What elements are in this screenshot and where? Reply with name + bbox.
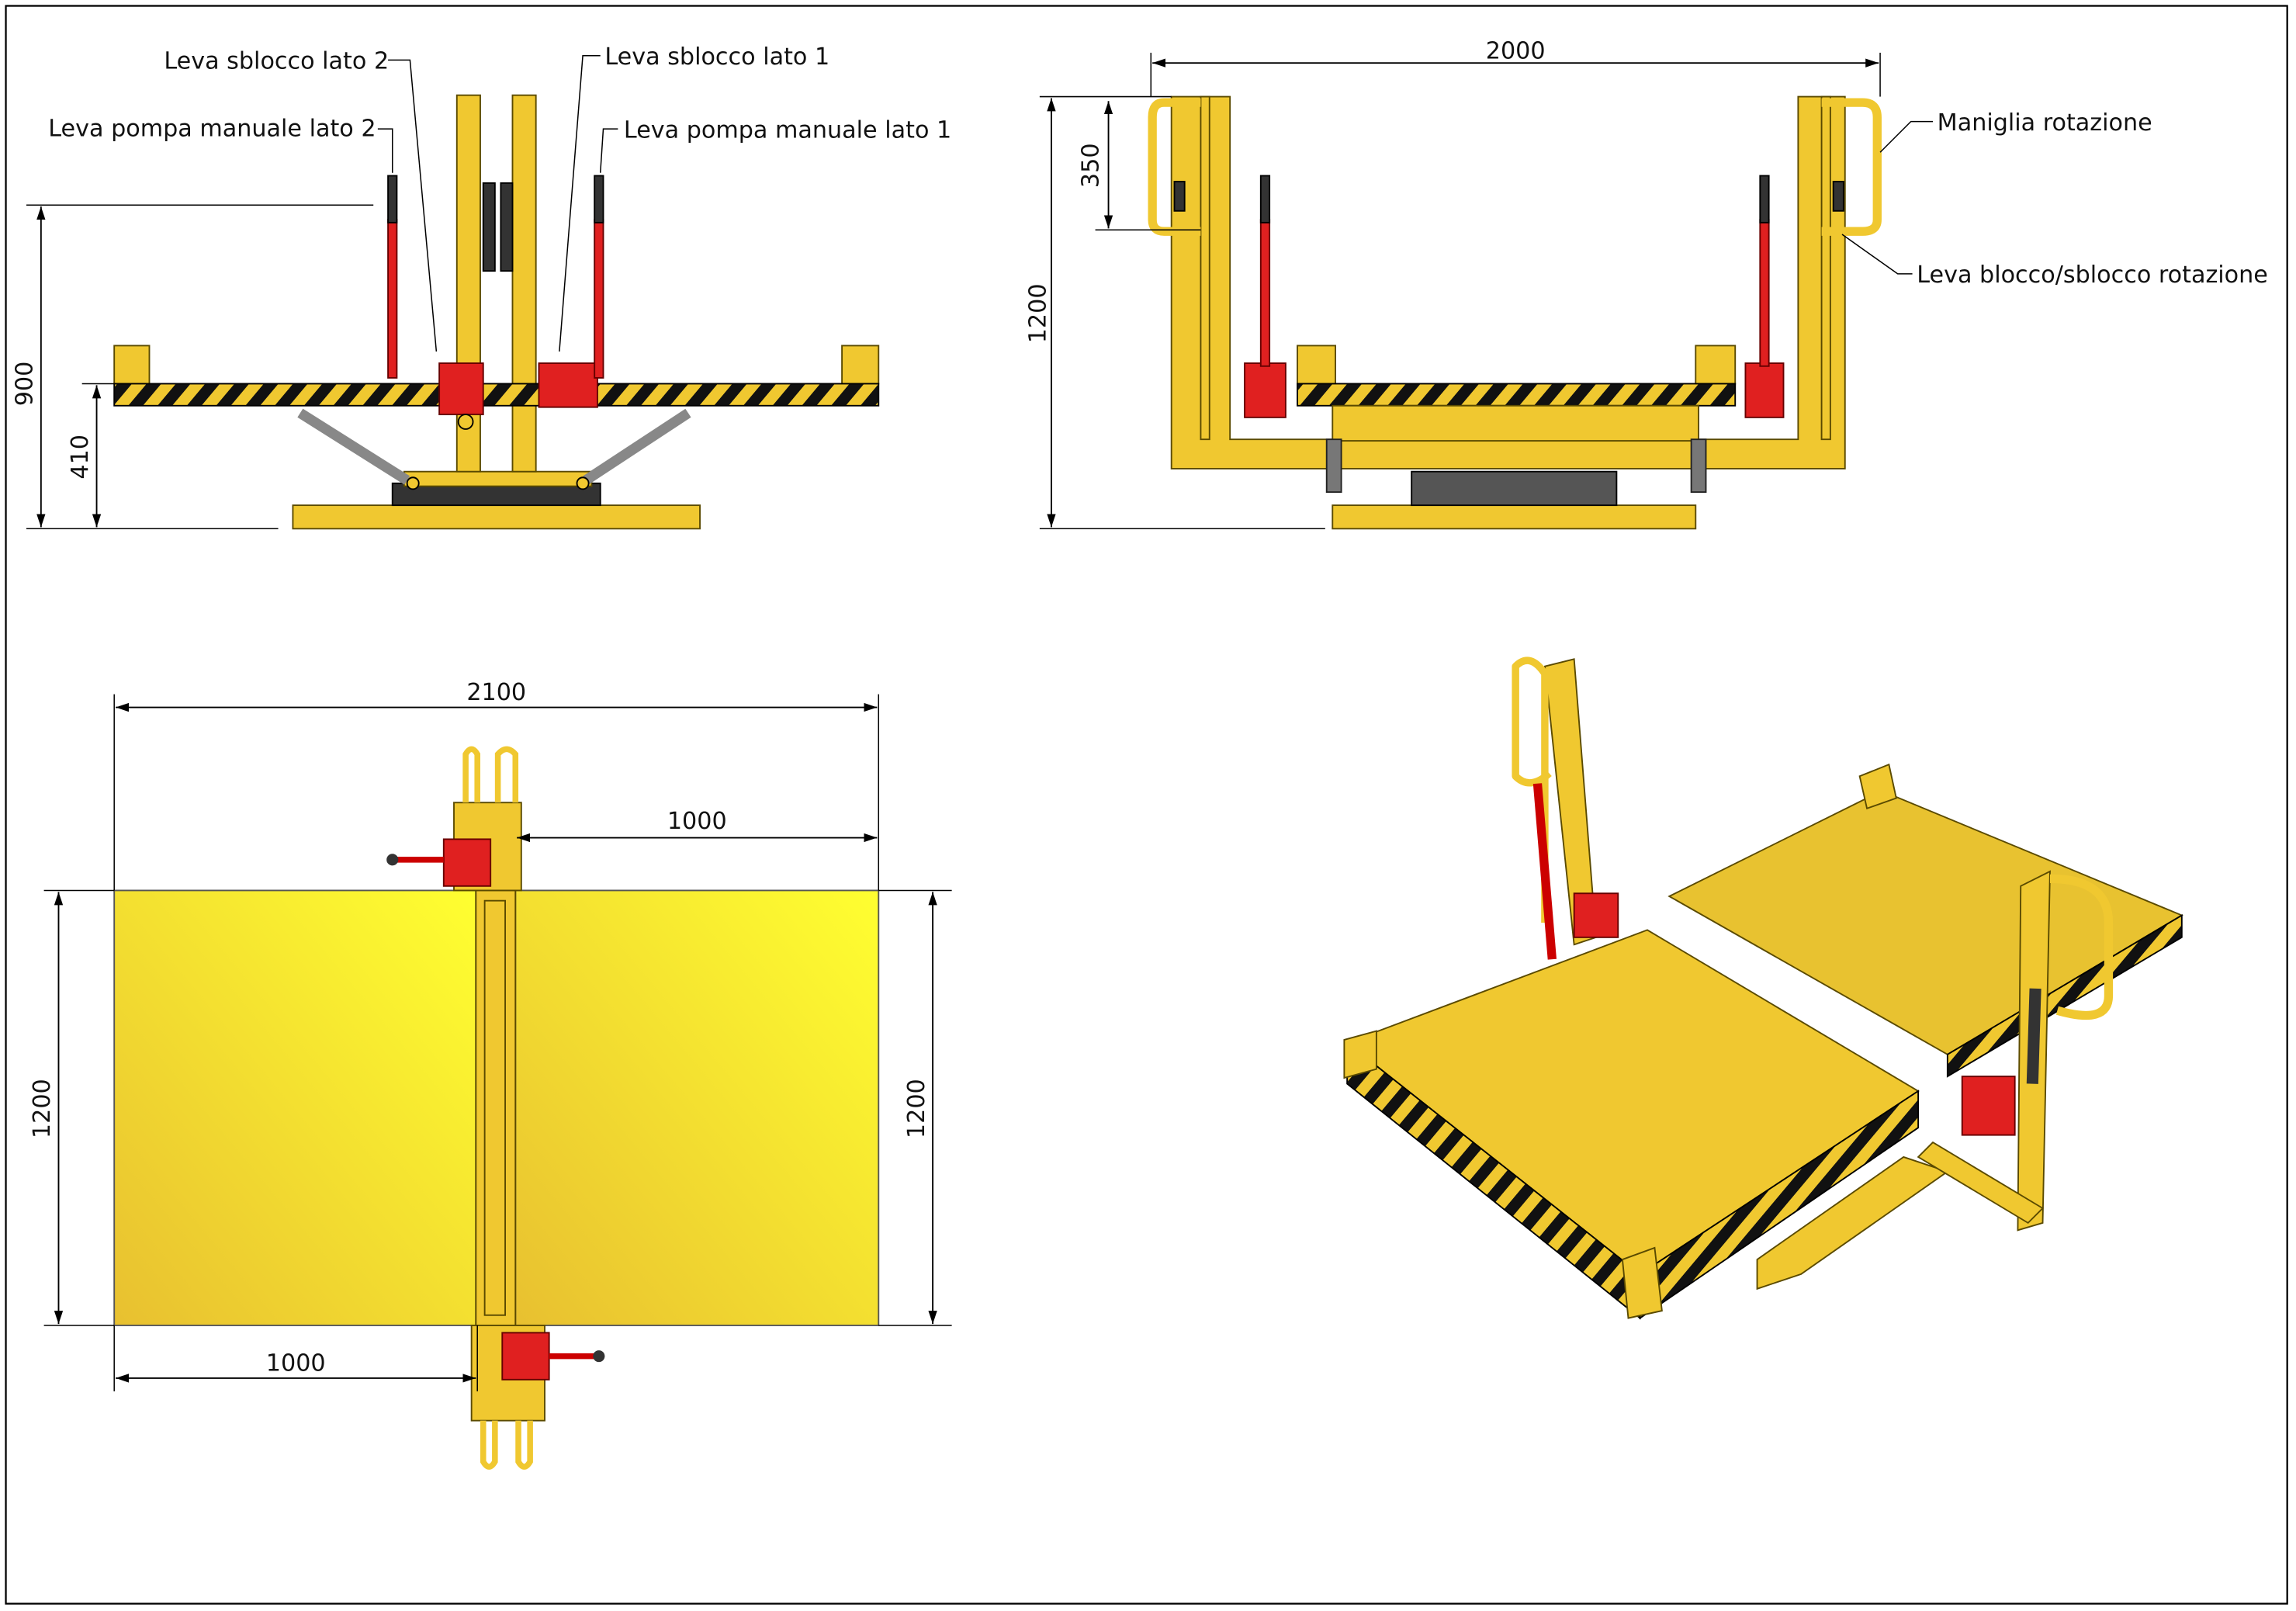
label-pump-lever-side1: Leva pompa manuale lato 1 <box>624 116 951 144</box>
dim-1200-right: 1200 <box>903 1079 930 1138</box>
label-rotation-lock-lever: Leva blocco/sblocco rotazione <box>1917 262 2268 289</box>
side-view: 2000 1200 350 Maniglia rotazione Leva bl… <box>1024 37 2268 530</box>
isometric-view <box>1343 657 2183 1320</box>
label-release-lever-side1: Leva sblocco lato 1 <box>604 43 829 71</box>
dim-1000-left: 1000 <box>266 1349 326 1377</box>
dim-2000: 2000 <box>1486 37 1546 64</box>
label-pump-lever-side2: Leva pompa manuale lato 2 <box>48 116 376 143</box>
dim-2100: 2100 <box>466 679 526 706</box>
dim-1200-left: 1200 <box>29 1079 56 1138</box>
dim-410: 410 <box>67 435 94 480</box>
top-view: 2100 1000 1000 1200 1200 <box>29 679 952 1470</box>
dim-1200-side: 1200 <box>1024 283 1051 343</box>
label-release-lever-side2: Leva sblocco lato 2 <box>164 48 389 75</box>
front-view: 900 410 Leva sblocco lato 2 Leva sblocco… <box>12 43 951 530</box>
drawing-border <box>5 5 2288 1605</box>
dim-900: 900 <box>12 362 39 407</box>
dim-350: 350 <box>1077 143 1104 188</box>
label-rotation-handle: Maniglia rotazione <box>1938 109 2152 137</box>
dim-1000-right: 1000 <box>667 808 727 835</box>
